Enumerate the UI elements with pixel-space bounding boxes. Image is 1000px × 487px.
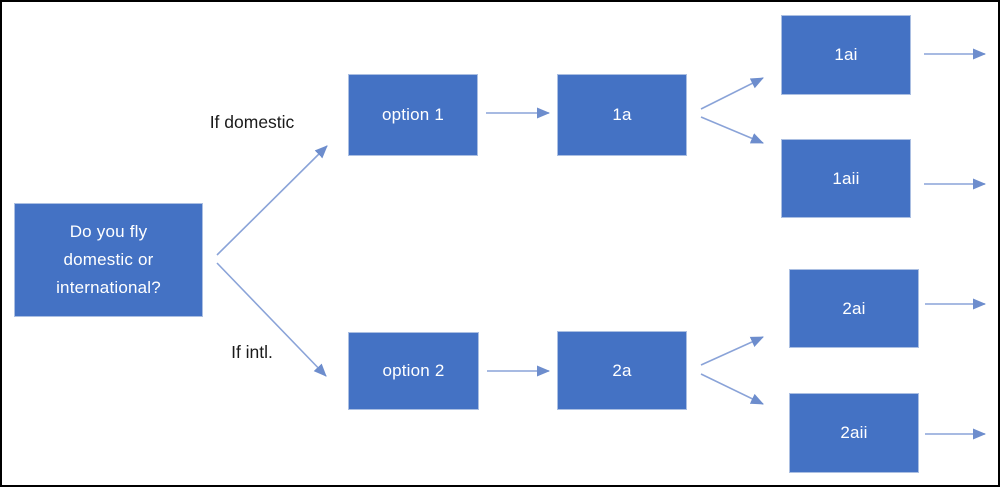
- arrow-root-to-option1: [216, 145, 328, 256]
- node-root: Do you fly domestic or international?: [14, 203, 203, 317]
- arrow-1a-to-1ai: [700, 77, 764, 110]
- arrow-2a-to-2aii: [700, 373, 764, 405]
- node-2ai: 2ai: [789, 269, 919, 348]
- node-1a: 1a: [557, 74, 687, 156]
- edge-label-if-intl: If intl.: [231, 342, 273, 362]
- node-2a: 2a: [557, 331, 687, 410]
- arrow-1a-to-1aii: [700, 116, 764, 144]
- node-1ai: 1ai: [781, 15, 911, 95]
- node-option-1: option 1: [348, 74, 478, 156]
- node-option-2: option 2: [348, 332, 479, 410]
- arrow-2a-to-2ai: [700, 336, 764, 366]
- node-2aii: 2aii: [789, 393, 919, 473]
- node-1aii: 1aii: [781, 139, 911, 218]
- edge-label-if-domestic: If domestic: [209, 112, 295, 132]
